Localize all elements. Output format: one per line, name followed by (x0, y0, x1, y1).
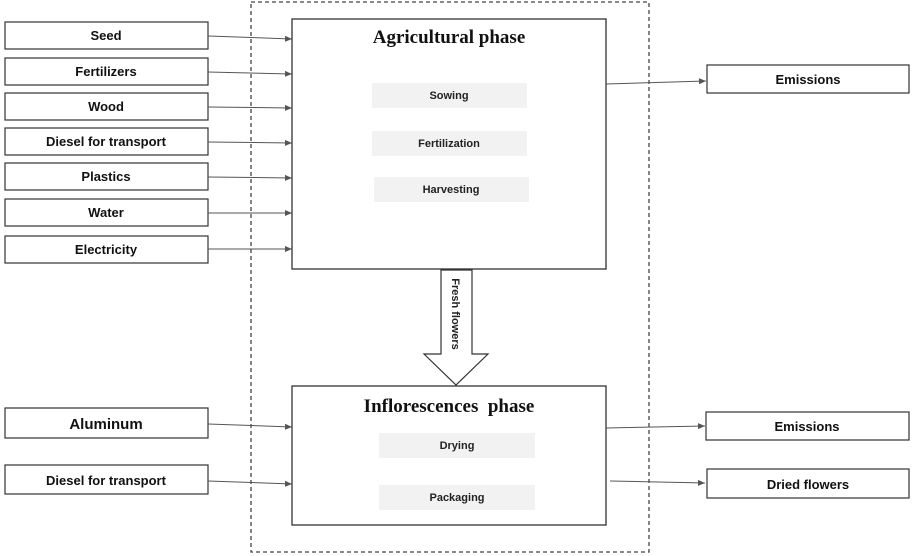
agricultural-phase-title: Agricultural phase (373, 27, 526, 48)
agricultural-input-diesel: Diesel for transport (4, 127, 209, 156)
step-packaging: Packaging (379, 485, 535, 510)
arrow-fertilizers (207, 70, 293, 77)
inflorescences-phase-box: Inflorescences phase Drying Packaging (291, 385, 607, 526)
system-boundary (250, 1, 650, 553)
agricultural-phase-box: Agricultural phase Sowing Fertilization … (291, 18, 607, 270)
arrow-dried-flowers (609, 479, 706, 486)
input-label: Seed (90, 28, 121, 43)
step-fertilization: Fertilization (372, 131, 527, 156)
arrow-inflorescences-emissions (605, 423, 706, 430)
output-label: Emissions (774, 419, 839, 434)
input-label: Water (88, 205, 124, 220)
fresh-flowers-label: Fresh flowers (449, 278, 461, 350)
agricultural-output-emissions: Emissions (706, 64, 910, 94)
step-sowing: Sowing (372, 83, 527, 108)
agricultural-input-wood: Wood (4, 92, 209, 121)
output-label: Emissions (775, 72, 840, 87)
step-harvesting: Harvesting (374, 177, 529, 202)
input-label: Aluminum (69, 416, 142, 433)
arrow-wood (207, 104, 293, 111)
arrow-agricultural-emissions (605, 78, 707, 85)
inflorescences-phase-title: Inflorescences phase (364, 396, 535, 417)
input-label: Wood (88, 99, 124, 114)
input-label: Plastics (81, 169, 130, 184)
input-label: Fertilizers (75, 64, 136, 79)
arrow-diesel (207, 139, 293, 146)
input-label: Diesel for transport (46, 134, 167, 149)
arrow-aluminum (207, 423, 293, 430)
inflorescences-input-aluminum: Aluminum (4, 407, 209, 439)
step-label: Fertilization (418, 138, 480, 150)
step-label: Harvesting (423, 184, 480, 196)
agricultural-input-electricity: Electricity (4, 235, 209, 264)
inflorescences-output-emissions: Emissions (705, 411, 910, 441)
input-label: Electricity (75, 242, 138, 257)
inflorescences-output-dried-flowers: Dried flowers (706, 468, 910, 499)
step-label: Packaging (429, 492, 484, 504)
input-label: Diesel for transport (46, 473, 167, 488)
arrow-plastics (207, 174, 293, 181)
step-label: Sowing (429, 90, 468, 102)
output-label: Dried flowers (767, 477, 849, 492)
agricultural-input-plastics: Plastics (4, 162, 209, 191)
agricultural-input-fertilizers: Fertilizers (4, 57, 209, 86)
arrow-diesel-inflorescences (207, 480, 293, 487)
step-drying: Drying (379, 433, 535, 458)
inflorescences-input-diesel: Diesel for transport (4, 464, 209, 495)
agricultural-input-seed: Seed (4, 21, 209, 50)
step-label: Drying (440, 440, 475, 452)
arrow-seed (207, 35, 293, 42)
fresh-flowers-arrow: Fresh flowers (422, 269, 490, 386)
agricultural-input-water: Water (4, 198, 209, 227)
